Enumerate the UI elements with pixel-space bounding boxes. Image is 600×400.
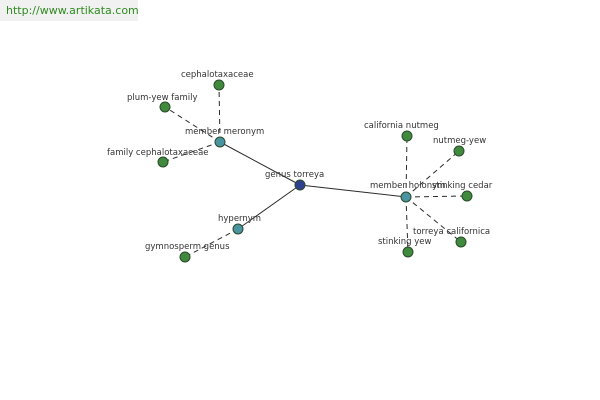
node-hypernym[interactable] <box>232 223 244 235</box>
label-stinking-yew: stinking yew <box>378 237 432 247</box>
edge-center-meronym <box>219 141 301 186</box>
label-member-meronym: member meronym <box>185 127 264 137</box>
watermark-url[interactable]: http://www.artikata.com <box>6 4 139 17</box>
label-torreya-californica: torreya californica <box>413 227 490 237</box>
node-member-holonym[interactable] <box>400 191 412 203</box>
edge-holonym-nutmeg-yew <box>405 150 460 198</box>
label-nutmeg-yew: nutmeg-yew <box>433 136 486 146</box>
watermark-box: http://www.artikata.com <box>0 0 139 21</box>
node-plum-yew-family[interactable] <box>159 101 171 113</box>
edge-holonym-stinking-yew <box>405 196 409 253</box>
label-cephalotaxaceae: cephalotaxaceae <box>181 70 254 80</box>
edge-holonym-torreya-californica <box>405 196 462 243</box>
node-torreya-californica[interactable] <box>455 236 467 248</box>
node-stinking-yew[interactable] <box>402 246 414 258</box>
label-genus-torreya: genus torreya <box>265 170 324 180</box>
edge-meronym-cephalotaxaceae <box>218 84 221 143</box>
node-cephalotaxaceae[interactable] <box>213 79 225 91</box>
edge-meronym-plum-yew-family <box>164 106 221 143</box>
edge-meronym-family-cephalotaxaceae <box>162 141 221 163</box>
edge-hypernym-gymnosperm-genus <box>184 228 239 258</box>
label-plum-yew-family: plum-yew family <box>127 93 198 103</box>
node-stinking-cedar[interactable] <box>461 190 473 202</box>
node-nutmeg-yew[interactable] <box>453 145 465 157</box>
label-family-cephalotaxaceae: family cephalotaxaceae <box>107 148 209 158</box>
label-california-nutmeg: california nutmeg <box>364 121 439 131</box>
label-gymnosperm-genus: gymnosperm genus <box>145 242 230 252</box>
node-family-cephalotaxaceae[interactable] <box>157 156 169 168</box>
edge-holonym-stinking-cedar <box>405 195 468 198</box>
edge-center-holonym <box>299 184 407 198</box>
node-member-meronym[interactable] <box>214 136 226 148</box>
node-genus-torreya[interactable] <box>294 179 306 191</box>
label-hypernym: hypernym <box>218 214 261 224</box>
label-stinking-cedar: stinking cedar <box>432 181 493 191</box>
label-member-holonym: member holonym <box>370 181 445 191</box>
edge-holonym-california-nutmeg <box>405 135 408 198</box>
node-california-nutmeg[interactable] <box>401 130 413 142</box>
node-gymnosperm-genus[interactable] <box>179 251 191 263</box>
edge-center-hypernym <box>237 184 301 230</box>
